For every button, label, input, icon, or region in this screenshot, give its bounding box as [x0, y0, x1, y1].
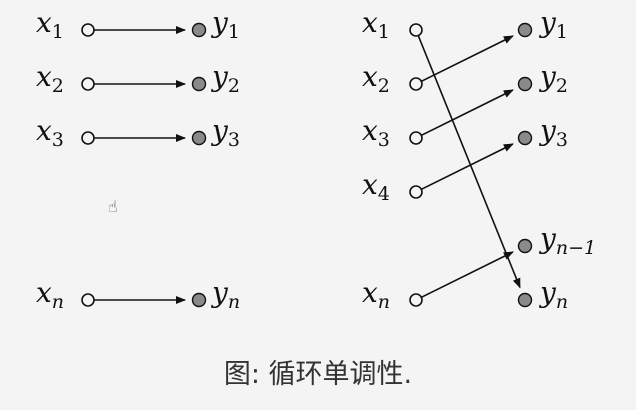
- right-domain-label-3: x3: [362, 114, 390, 151]
- right-codomain-node-5: [517, 292, 533, 308]
- right-codomain-node-2: [517, 76, 533, 92]
- right-codomain-node-3: [517, 130, 533, 146]
- left-domain-label-1: x1: [36, 6, 64, 43]
- right-codomain-label-2: y2: [538, 60, 568, 97]
- right-codomain-label-3: y3: [538, 114, 568, 151]
- left-codomain-label-3: y3: [210, 114, 240, 151]
- right-mapping-arrow-2: [421, 35, 514, 83]
- right-domain-node-5: [409, 293, 423, 307]
- right-domain-label-1: x1: [362, 6, 390, 43]
- left-codomain-label-4: yn: [210, 276, 240, 313]
- right-codomain-node-1: [517, 22, 533, 38]
- left-codomain-node-2: [191, 76, 207, 92]
- right-mapping-arrow-4: [421, 143, 514, 191]
- right-mapping-arrow-1: [417, 35, 521, 289]
- left-domain-label-3: x3: [36, 114, 64, 151]
- left-codomain-label-2: y2: [210, 60, 240, 97]
- left-codomain-label-1: y1: [210, 6, 240, 43]
- right-codomain-label-4: yn−1: [538, 222, 596, 259]
- left-codomain-node-3: [191, 130, 207, 146]
- left-codomain-node-4: [191, 292, 207, 308]
- right-domain-label-5: xn: [362, 276, 390, 313]
- right-domain-label-4: x4: [362, 168, 390, 205]
- left-domain-node-3: [81, 131, 95, 145]
- right-mapping-arrow-5: [421, 251, 514, 299]
- left-domain-label-4: xn: [36, 276, 64, 313]
- figure-caption: 图: 循环单调性.: [223, 359, 413, 390]
- right-codomain-node-4: [517, 238, 533, 254]
- right-codomain-label-5: yn: [538, 276, 568, 313]
- left-domain-label-2: x2: [36, 60, 64, 97]
- left-domain-node-4: [81, 293, 95, 307]
- right-codomain-label-1: y1: [538, 6, 568, 43]
- left-domain-node-2: [81, 77, 95, 91]
- hand-cursor-icon: ☝: [108, 197, 118, 216]
- right-mapping-arrow-3: [421, 89, 514, 137]
- right-domain-label-2: x2: [362, 60, 390, 97]
- right-domain-node-4: [409, 185, 423, 199]
- left-domain-node-1: [81, 23, 95, 37]
- right-domain-node-3: [409, 131, 423, 145]
- right-domain-node-1: [409, 23, 423, 37]
- right-domain-node-2: [409, 77, 423, 91]
- left-codomain-node-1: [191, 22, 207, 38]
